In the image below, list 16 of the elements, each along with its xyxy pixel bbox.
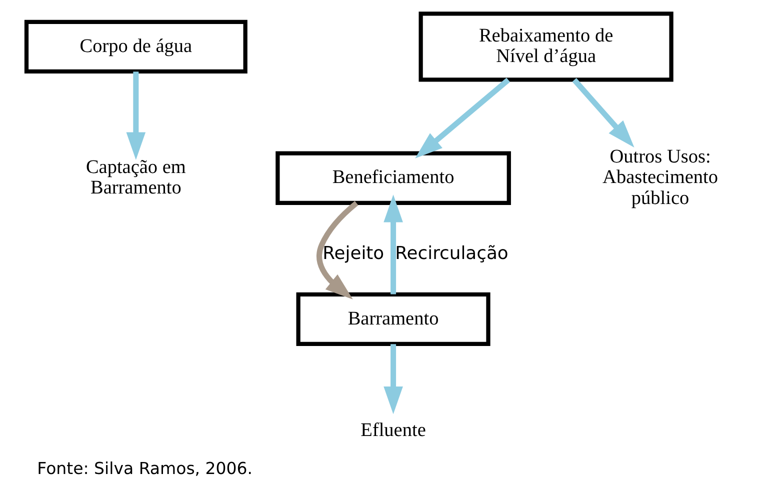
arrow: [572, 78, 634, 148]
arrow: [126, 72, 146, 160]
edge-label: Rejeito: [322, 243, 384, 264]
arrow: [316, 200, 358, 300]
arrow: [384, 344, 403, 414]
node-text: Efluente: [360, 420, 426, 441]
node-text: Outros Usos: Abastecimento público: [602, 146, 718, 209]
node-text: Captação em Barramento: [86, 156, 186, 199]
node-box: Barramento: [296, 292, 490, 346]
node-box: Beneficiamento: [276, 151, 511, 205]
edge-label: Recirculação: [395, 243, 508, 264]
caption: Fonte: Silva Ramos, 2006.: [37, 459, 253, 478]
node-box: Rebaixamento de Nível d’água: [418, 12, 674, 82]
arrow: [384, 194, 403, 294]
arrow: [415, 78, 510, 158]
node-box: Corpo de água: [24, 20, 248, 74]
